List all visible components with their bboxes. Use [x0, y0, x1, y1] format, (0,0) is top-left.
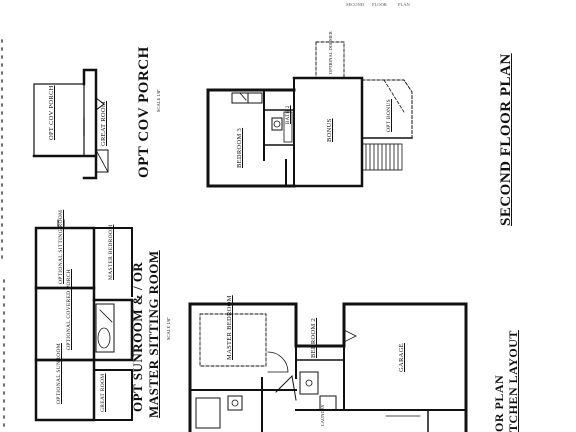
room-great-room-b: GREAT ROOM	[100, 373, 106, 412]
top-right-note-1: SECOND	[346, 2, 365, 7]
room-bedroom-3: BEDROOM 3	[236, 127, 243, 168]
sunroom-title-line1: OPT SUNROOM & / OR	[130, 261, 145, 412]
second-floor-plan-title: SECOND FLOOR PLAN	[498, 53, 514, 226]
sunroom-title-line2: MASTER SITTING ROOM	[146, 250, 161, 418]
cov-porch-scale: SCALE 1/8"	[156, 89, 161, 112]
margin-marks	[1, 39, 5, 431]
room-master-bedroom: MASTER BEDROOM	[226, 295, 233, 360]
room-opt-sunroom: OPTIONAL SUNROOM	[56, 343, 62, 404]
room-bonus: BONUS	[326, 118, 333, 142]
sunroom-plan	[34, 219, 134, 422]
room-opt-bonus: OPT BONUS	[386, 98, 392, 132]
room-garage: GARAGE	[398, 343, 405, 372]
first-floor-plan	[188, 302, 468, 432]
kitchen-layout-title-partial: TCHEN LAYOUT	[506, 330, 520, 432]
second-floor-plan	[206, 41, 413, 188]
stairs	[361, 143, 403, 171]
room-opt-dormer: OPTIONAL DORMER	[328, 31, 333, 74]
top-right-note-3: PLAN	[398, 2, 410, 7]
first-floor-title-partial: OR PLAN	[492, 374, 506, 432]
room-great-room-a: GREAT ROOM	[100, 101, 107, 146]
room-laundry: LAUNDRY	[320, 404, 325, 426]
sunroom-scale: SCALE 1/8"	[166, 317, 171, 340]
room-master-bedroom-small: MASTER BEDROOM	[108, 224, 114, 280]
room-bath-2: BATH 2	[286, 105, 291, 124]
room-bedroom-2: BEDROOM 2	[310, 317, 317, 358]
opt-cov-porch-plan	[32, 68, 109, 180]
opt-cov-porch-title: OPT COV PORCH	[136, 46, 152, 178]
top-right-note-2: FLOOR	[372, 2, 387, 7]
room-opt-cov-porch: OPT COV PORCH	[48, 85, 55, 140]
room-opt-sitting: OPTIONAL SITTING ROOM	[58, 209, 64, 284]
room-opt-covered-porch: OPTIONAL COVERED PORCH	[66, 269, 72, 350]
